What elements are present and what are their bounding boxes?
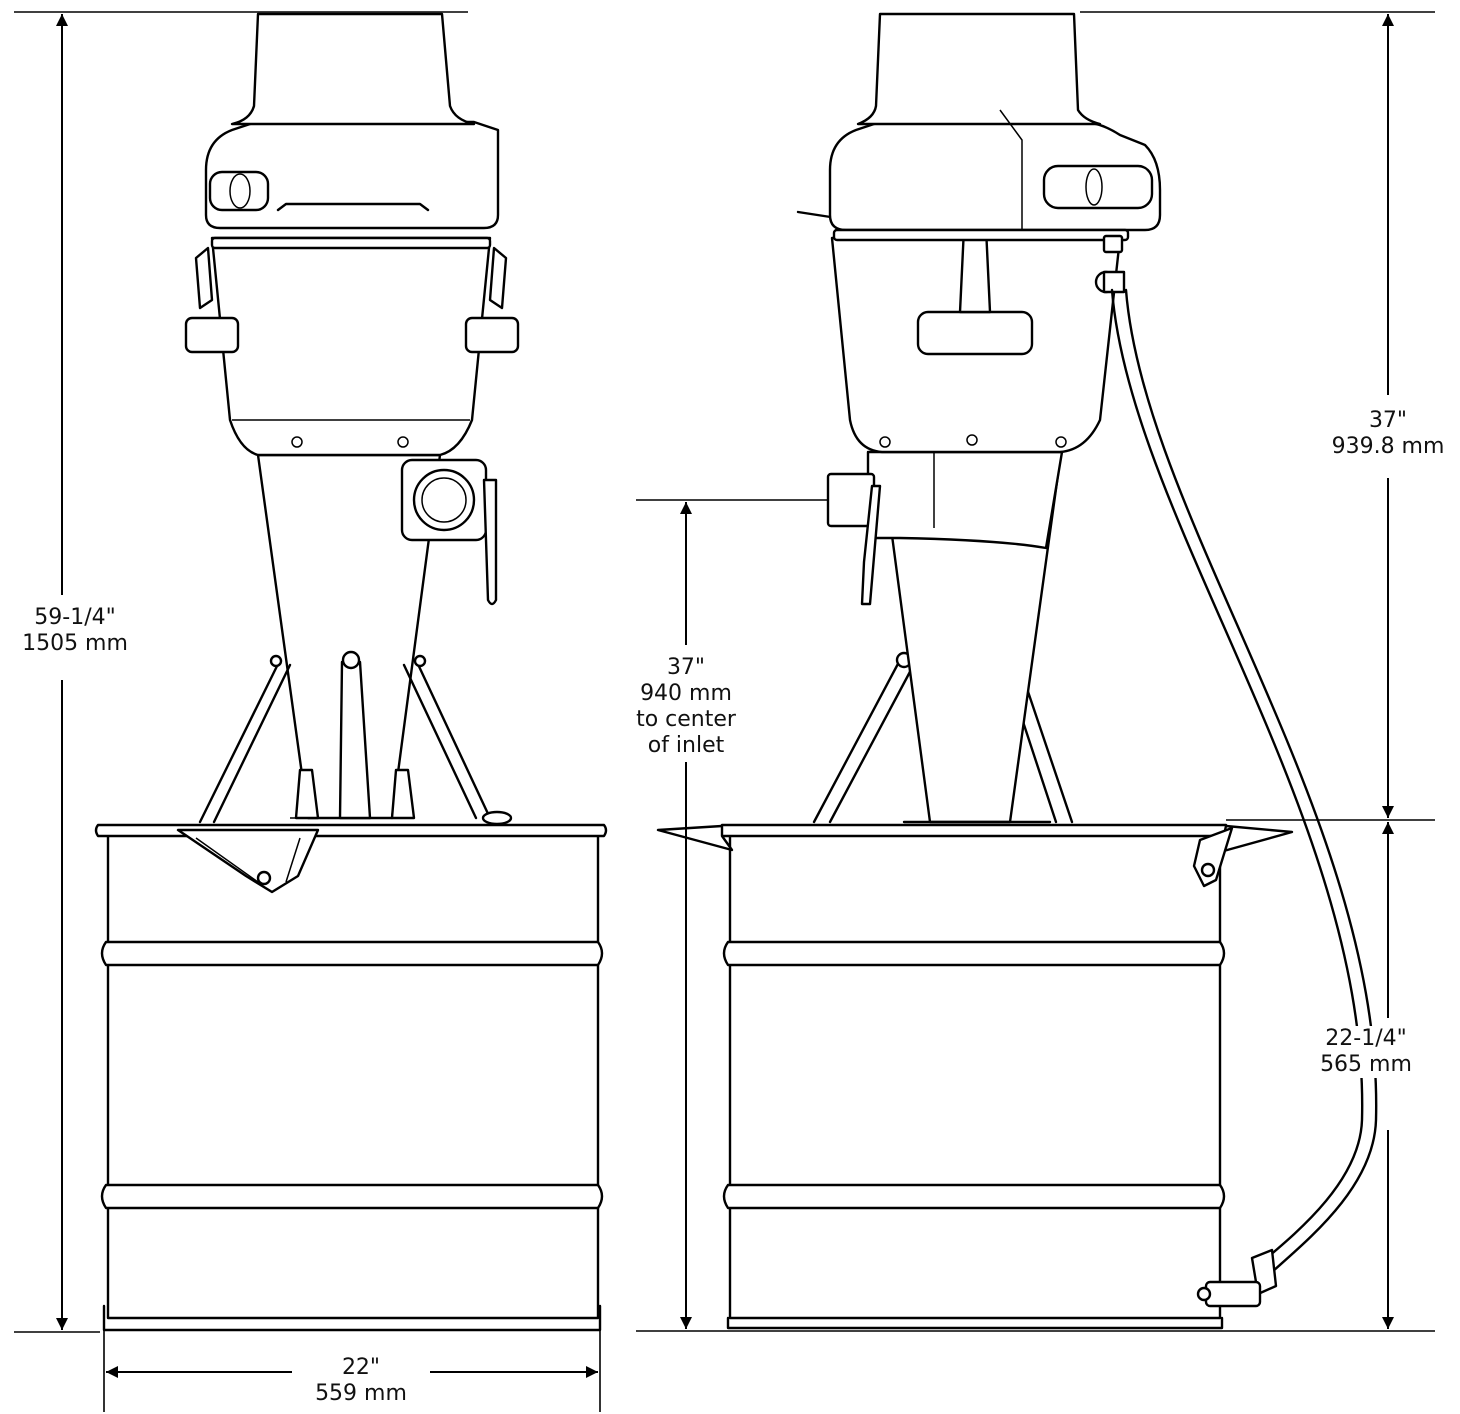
side-motor-head xyxy=(828,12,1162,254)
side-hose xyxy=(1094,270,1378,1308)
inlet-height-label: 37" 940 mm to center of inlet xyxy=(626,655,746,759)
drum-height-imperial: 22-1/4" xyxy=(1325,1026,1407,1051)
side-drum xyxy=(656,823,1294,1330)
overall-height-label: 59-1/4" 1505 mm xyxy=(10,605,140,657)
separator-height-imperial: 37" xyxy=(1368,408,1408,433)
drum-width-label: 22" 559 mm xyxy=(300,1355,422,1407)
side-view xyxy=(656,12,1378,1330)
front-motor-head xyxy=(204,12,500,250)
front-drum-clamp xyxy=(176,828,320,894)
front-inlet xyxy=(400,458,498,606)
drum-height-metric: 565 mm xyxy=(1320,1052,1412,1077)
drum-height-label: 22-1/4" 565 mm xyxy=(1314,1026,1418,1078)
dimension-lines xyxy=(14,11,1435,1412)
separator-height-metric: 939.8 mm xyxy=(1331,434,1445,459)
drum-width-metric: 559 mm xyxy=(315,1381,407,1406)
front-separator xyxy=(184,236,520,457)
drum-width-imperial: 22" xyxy=(341,1355,381,1380)
overall-height-imperial: 59-1/4" xyxy=(34,605,116,630)
inlet-height-note-line1: to center xyxy=(636,707,736,732)
inlet-height-metric: 940 mm xyxy=(640,681,732,706)
inlet-height-note-line2: of inlet xyxy=(647,733,725,758)
inlet-height-imperial: 37" xyxy=(666,655,706,680)
front-view xyxy=(94,12,608,1332)
overall-height-metric: 1505 mm xyxy=(22,631,128,656)
front-legs xyxy=(198,650,513,826)
front-drum xyxy=(94,823,608,1332)
side-separator xyxy=(796,210,1122,454)
separator-height-label: 37" 939.8 mm xyxy=(1318,408,1458,460)
